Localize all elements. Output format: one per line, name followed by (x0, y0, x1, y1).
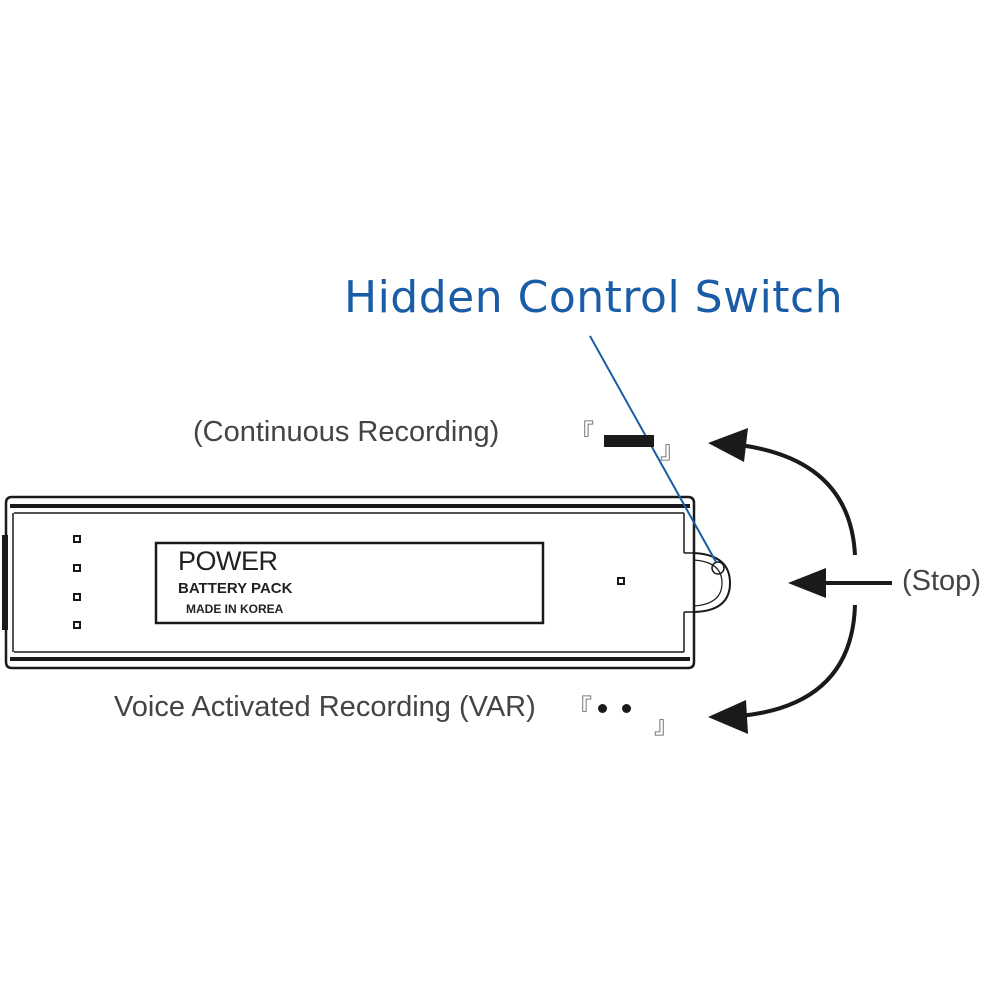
switch-wheel-inner (693, 559, 723, 607)
device-outline (4, 495, 696, 670)
label-plate (154, 541, 545, 625)
device-body (2, 495, 696, 670)
arrow-down-curve (739, 604, 857, 718)
dot-icon (622, 704, 631, 713)
arrow-up-head (708, 428, 748, 462)
arrow-down-head (708, 700, 748, 734)
var-bracket-close: 』 (654, 711, 678, 739)
continuous-bracket-open: 『 (570, 419, 594, 447)
switch-wheel (693, 552, 732, 613)
var-mode-dots-icon (598, 704, 638, 714)
var-bracket-open: 『 (568, 694, 592, 722)
continuous-recording-label: (Continuous Recording) (193, 416, 500, 448)
device-brand: POWER (178, 546, 278, 576)
device-origin: MADE IN KOREA (186, 602, 284, 616)
led-4 (73, 621, 81, 629)
rotation-arrows (739, 443, 892, 718)
arrow-stop-head (788, 568, 826, 598)
arrow-up-curve (739, 443, 857, 556)
arrow-heads (708, 428, 826, 734)
device-subtitle: BATTERY PACK (178, 580, 293, 597)
callout-leader-line (589, 335, 717, 563)
mic-hole (617, 577, 625, 585)
continuous-mode-dash-icon (604, 435, 654, 447)
continuous-bracket-close: 』 (660, 436, 684, 464)
stop-label: (Stop) (902, 565, 981, 597)
led-2 (73, 564, 81, 572)
device-side-connector (2, 535, 8, 630)
indicator-leds (73, 535, 625, 629)
switch-knurl (711, 561, 725, 575)
dot-icon (598, 704, 607, 713)
led-1 (73, 535, 81, 543)
callout-title: Hidden Control Switch (344, 272, 844, 323)
var-recording-label: Voice Activated Recording (VAR) (114, 691, 536, 723)
led-3 (73, 593, 81, 601)
switch-recess (684, 552, 694, 613)
control-switch[interactable] (693, 552, 732, 613)
